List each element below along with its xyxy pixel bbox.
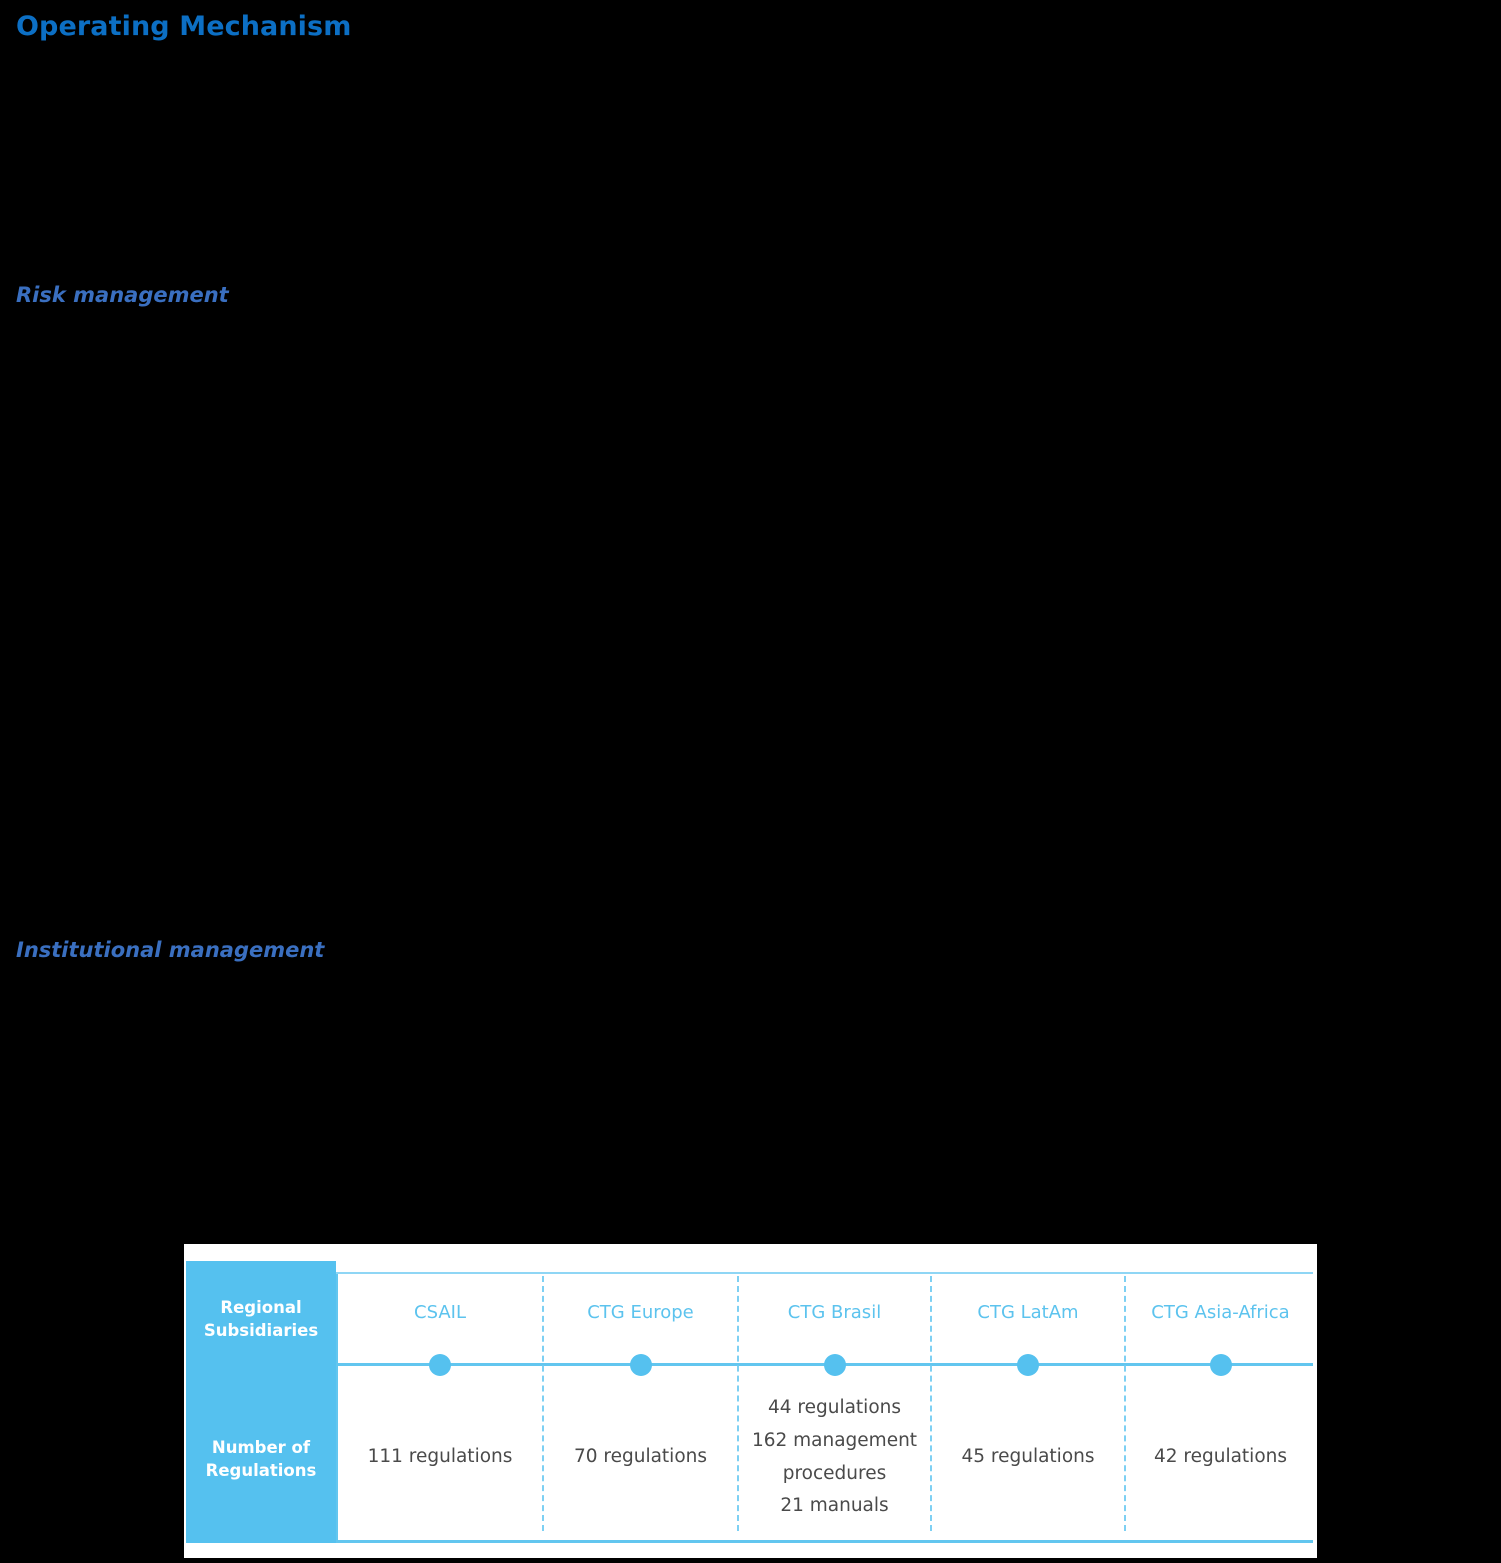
column-value-ctg-latam: 45 regulations [932, 1380, 1124, 1535]
column-value-csail: 111 regulations [338, 1380, 542, 1535]
node-dot-icon [1017, 1354, 1039, 1376]
row-label-number-of-regulations-line2: Regulations [205, 1461, 317, 1481]
value-line: 70 regulations [573, 1446, 708, 1468]
column-separator-1 [542, 1276, 544, 1531]
column-header-csail: CSAIL [414, 1302, 466, 1323]
table-column-ctg-asia-africa[interactable]: CTG Asia-Africa 42 regulations [1126, 1244, 1315, 1558]
table-grid: CSAIL 111 regulations CTG Europe 70 regu… [336, 1244, 1317, 1558]
value-line: 162 management [751, 1429, 918, 1451]
column-header-ctg-asia-africa: CTG Asia-Africa [1151, 1302, 1290, 1323]
row-label-number-of-regulations: Number of Regulations [186, 1436, 336, 1483]
value-line: 21 manuals [780, 1495, 889, 1517]
column-separator-4 [1124, 1276, 1126, 1531]
row-label-regional-subsidiaries-line2: Subsidiaries [203, 1321, 319, 1341]
node-dot-icon [1209, 1354, 1232, 1376]
value-line: procedures [782, 1462, 887, 1484]
column-value-ctg-europe: 70 regulations [544, 1380, 737, 1535]
column-header-ctg-brasil: CTG Brasil [787, 1302, 882, 1323]
grid-rule-bottom [336, 1540, 1313, 1543]
column-value-ctg-asia-africa: 42 regulations [1126, 1380, 1315, 1535]
page-title: Operating Mechanism [16, 11, 352, 42]
node-dot-icon [429, 1354, 451, 1376]
row-label-regional-subsidiaries: Regional Subsidiaries [186, 1296, 336, 1343]
column-separator-3 [930, 1276, 932, 1531]
row-label-number-of-regulations-line1: Number of [211, 1438, 311, 1457]
section-heading-risk-management: Risk management [16, 283, 229, 307]
section-heading-institutional-management: Institutional management [16, 938, 325, 962]
row-label-regional-subsidiaries-line1: Regional [220, 1298, 302, 1317]
grid-left-edge [336, 1272, 338, 1543]
node-dot-icon [629, 1354, 652, 1376]
table-column-ctg-europe[interactable]: CTG Europe 70 regulations [544, 1244, 737, 1558]
grid-rule-top [336, 1272, 1313, 1274]
table-row-label-column: Regional Subsidiaries Number of Regulati… [186, 1261, 336, 1543]
regulations-table: Regional Subsidiaries Number of Regulati… [184, 1244, 1317, 1558]
column-value-ctg-brasil: 44 regulations 162 management procedures… [739, 1380, 930, 1535]
value-line: 111 regulations [367, 1446, 513, 1468]
value-line: 45 regulations [961, 1446, 1095, 1468]
column-separator-2 [737, 1276, 739, 1531]
value-line: 42 regulations [1153, 1446, 1288, 1468]
table-column-csail[interactable]: CSAIL 111 regulations [338, 1244, 542, 1558]
table-column-ctg-brasil[interactable]: CTG Brasil 44 regulations 162 management… [739, 1244, 930, 1558]
node-dot-icon [823, 1354, 846, 1376]
column-header-ctg-latam: CTG LatAm [977, 1302, 1079, 1323]
value-line: 44 regulations [767, 1396, 902, 1418]
table-column-ctg-latam[interactable]: CTG LatAm 45 regulations [932, 1244, 1124, 1558]
column-header-ctg-europe: CTG Europe [587, 1302, 694, 1323]
